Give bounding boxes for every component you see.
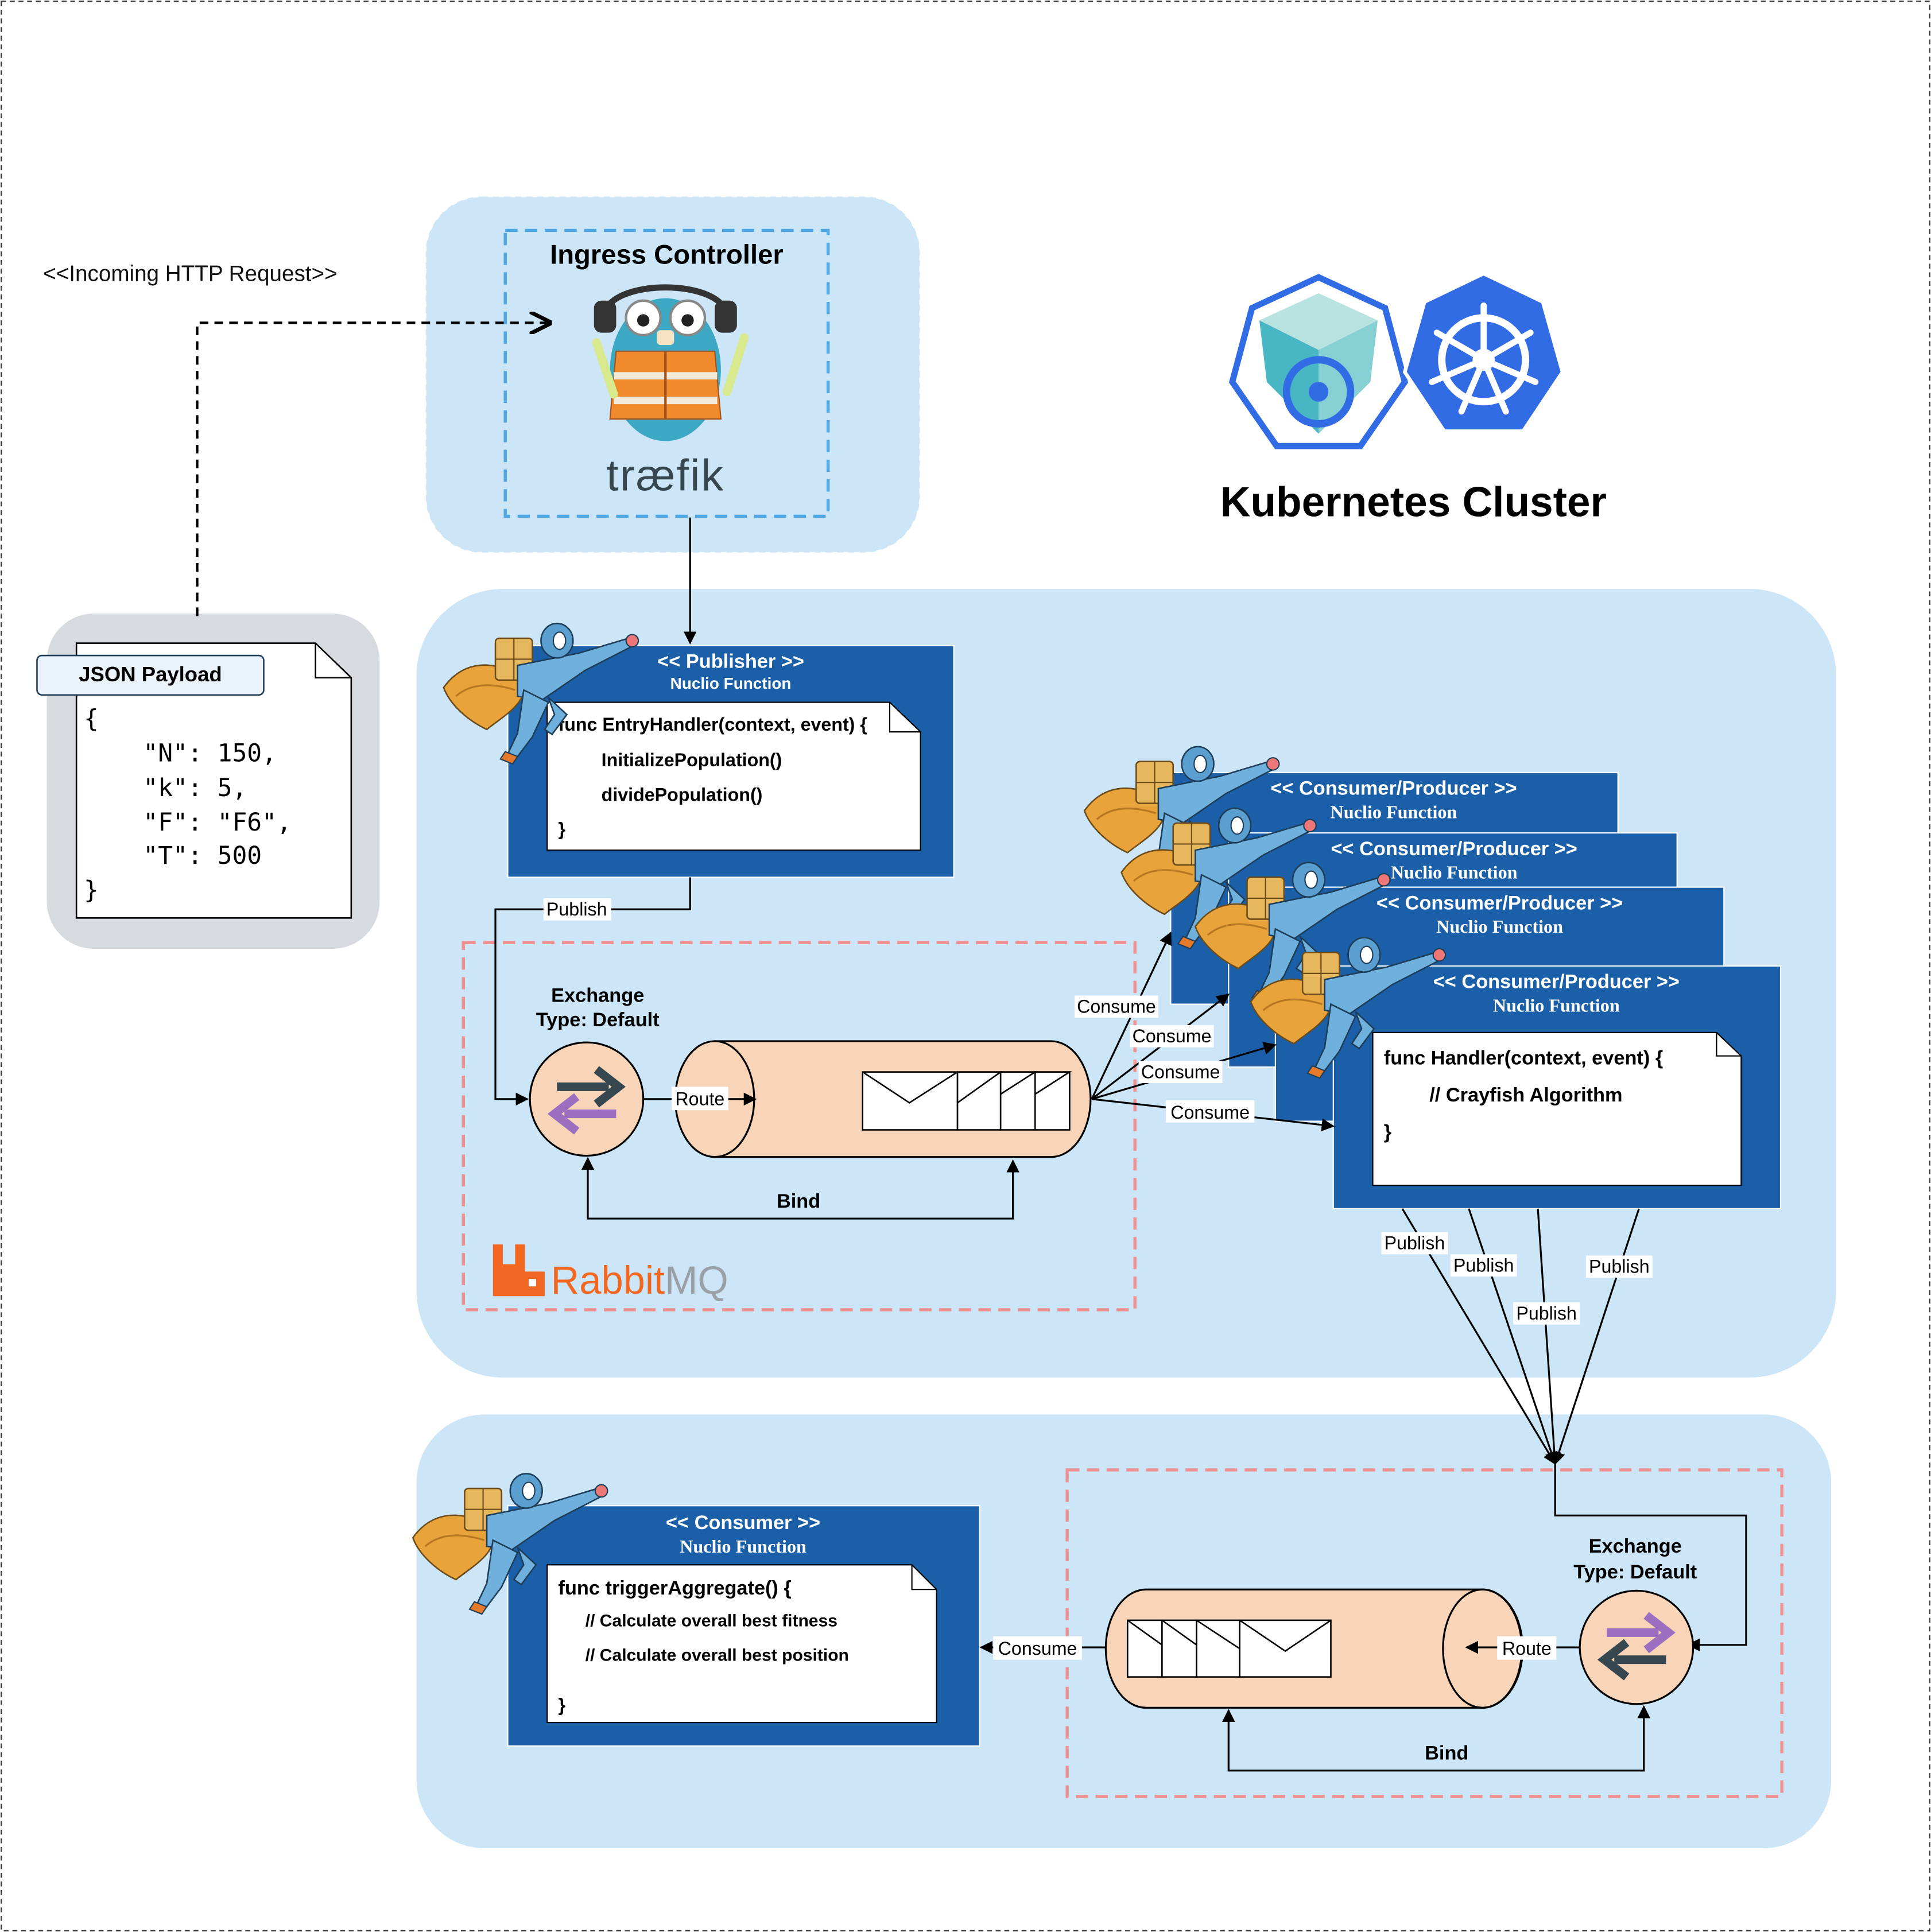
publisher-subtitle: Nuclio Function bbox=[670, 674, 792, 692]
cp-subtitle: Nuclio Function bbox=[1436, 916, 1563, 937]
cp-code-line: func Handler(context, event) { bbox=[1384, 1048, 1663, 1069]
publish-edges-bottom bbox=[1401, 1208, 1640, 1465]
json-payload-body: { "N": 150, "k": 5, "F": "F6", "T": 500 … bbox=[84, 705, 292, 905]
publish-edge bbox=[494, 877, 691, 1106]
cp-stereotype: << Consumer/Producer >> bbox=[1376, 892, 1623, 914]
json-payload-document bbox=[75, 642, 352, 919]
consumer-stereotype: << Consumer >> bbox=[666, 1512, 820, 1534]
cp-code-note bbox=[1372, 1031, 1742, 1186]
cp-subtitle: Nuclio Function bbox=[1493, 995, 1620, 1015]
envelope-icon bbox=[862, 1071, 1072, 1131]
publisher-code-line: dividePopulation() bbox=[602, 784, 763, 805]
consumer-code-note bbox=[546, 1564, 937, 1724]
consume-edge-label: Consume bbox=[1077, 996, 1156, 1017]
consume-edge-label: Consume bbox=[1141, 1061, 1220, 1082]
json-line: "F": "F6", bbox=[84, 808, 292, 837]
traefik-logo-text: træfik bbox=[606, 451, 724, 500]
exchange-bottom-type: Type: Default bbox=[1573, 1561, 1697, 1583]
json-payload-tab bbox=[36, 654, 265, 696]
rabbitmq-bottom-box bbox=[1065, 1468, 1783, 1798]
cp-subtitle: Nuclio Function bbox=[1331, 801, 1457, 822]
bind-edge bbox=[1222, 1705, 1651, 1772]
exchange-bottom bbox=[1579, 1589, 1695, 1705]
consumer-code-line: } bbox=[559, 1695, 566, 1716]
rabbitmq-top-box bbox=[462, 941, 1137, 1312]
bind-edge-label: Bind bbox=[1425, 1742, 1468, 1764]
publish-edge-label: Publish bbox=[1385, 1233, 1445, 1254]
ingress-title: Ingress Controller bbox=[550, 239, 784, 270]
bind-edge bbox=[581, 1157, 1019, 1220]
json-payload-title: JSON Payload bbox=[79, 662, 222, 686]
consumer-code-line: // Calculate overall best fitness bbox=[585, 1612, 837, 1631]
consumer-code-line: // Calculate overall best position bbox=[585, 1646, 849, 1665]
json-line: "k": 5, bbox=[84, 774, 247, 802]
json-line: } bbox=[84, 876, 99, 905]
publisher-code-line: func EntryHandler(context, event) { bbox=[559, 714, 867, 735]
publisher-code-note bbox=[546, 701, 921, 851]
exchange-top-label: Exchange bbox=[551, 984, 644, 1006]
publish-edge-label: Publish bbox=[1589, 1256, 1650, 1277]
cp-stereotype: << Consumer/Producer >> bbox=[1270, 778, 1517, 800]
consume-edge-label: Consume bbox=[998, 1638, 1077, 1659]
publish-edge-label: Publish bbox=[1453, 1255, 1514, 1275]
route-edge-label: Route bbox=[1502, 1638, 1552, 1659]
cp-subtitle: Nuclio Function bbox=[1391, 862, 1518, 883]
publish-edge-label: Publish bbox=[546, 899, 607, 920]
rabbitmq-logo-text: RabbitMQ bbox=[551, 1258, 728, 1302]
publish-edge-label: Publish bbox=[1516, 1303, 1577, 1324]
rabbitmq-logo-rabbit: Rabbit bbox=[551, 1258, 665, 1302]
publisher-stereotype: << Publisher >> bbox=[657, 651, 804, 673]
publisher-code-line: InitializePopulation() bbox=[602, 750, 782, 770]
kubernetes-icon bbox=[1402, 271, 1565, 433]
json-line: "T": 500 bbox=[84, 841, 262, 870]
cp-code-line: } bbox=[1384, 1122, 1391, 1143]
exchange-top bbox=[529, 1041, 645, 1157]
cp-stereotype: << Consumer/Producer >> bbox=[1331, 838, 1577, 860]
consumer-code-line: func triggerAggregate() { bbox=[559, 1577, 792, 1599]
json-line: "N": 150, bbox=[84, 739, 277, 768]
consume-edge-label: Consume bbox=[1133, 1026, 1212, 1046]
request-label: <<Incoming HTTP Request>> bbox=[43, 261, 337, 286]
ingress-controller-box bbox=[503, 228, 830, 518]
knative-icon bbox=[1228, 274, 1409, 449]
cp-stereotype: << Consumer/Producer >> bbox=[1433, 971, 1680, 993]
exchange-bottom-label: Exchange bbox=[1589, 1535, 1682, 1557]
publish-to-exchange-edge bbox=[1554, 1464, 1747, 1652]
consume-edge-label: Consume bbox=[1170, 1102, 1250, 1123]
json-line: { bbox=[84, 705, 99, 734]
gopher-traefik-icon bbox=[592, 284, 749, 441]
bind-edge-label: Bind bbox=[777, 1190, 820, 1212]
rabbitmq-logo-mq: MQ bbox=[665, 1258, 728, 1302]
publisher-code-line: } bbox=[559, 818, 566, 839]
envelope-icon bbox=[1127, 1619, 1332, 1678]
cluster-title: Kubernetes Cluster bbox=[1220, 479, 1607, 525]
consumer-subtitle: Nuclio Function bbox=[680, 1536, 806, 1557]
exchange-top-type: Type: Default bbox=[536, 1009, 660, 1031]
rabbitmq-icon bbox=[493, 1244, 545, 1297]
cp-code-line: // Crayfish Algorithm bbox=[1429, 1084, 1622, 1106]
route-edge-label: Route bbox=[675, 1089, 724, 1109]
